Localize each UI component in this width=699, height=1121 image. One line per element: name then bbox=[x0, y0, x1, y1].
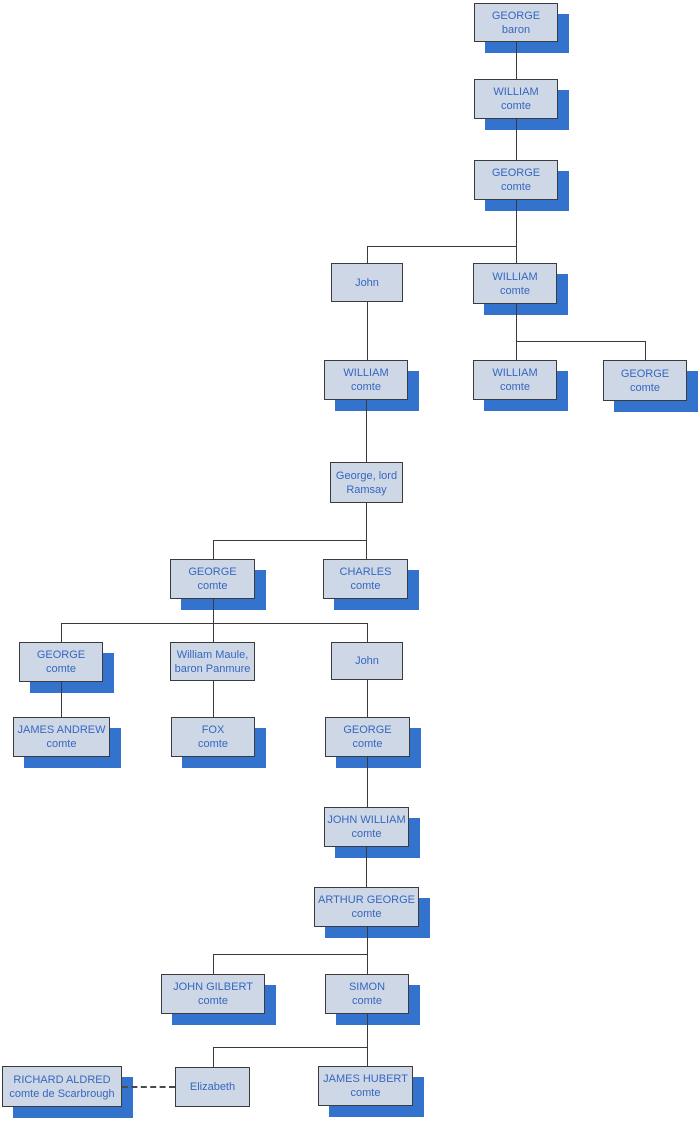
person-node-william-comte-1[interactable]: WILLIAM comte bbox=[474, 79, 558, 119]
connector-line bbox=[367, 757, 369, 807]
connector-line bbox=[645, 341, 647, 360]
person-name: Elizabeth bbox=[189, 1081, 236, 1093]
person-title: comte bbox=[350, 580, 381, 592]
person-node-george-comte-3[interactable]: GEORGE comte bbox=[170, 559, 255, 599]
person-name: JOHN GILBERT bbox=[173, 981, 253, 993]
connector-line bbox=[367, 1014, 369, 1066]
connector-line bbox=[213, 954, 367, 956]
person-node-william-comte-3[interactable]: WILLIAM comte bbox=[324, 360, 408, 400]
person-node-charles-comte[interactable]: CHARLES comte bbox=[323, 559, 408, 599]
person-title: comte bbox=[500, 381, 530, 393]
person-name: GEORGE bbox=[343, 724, 392, 736]
person-name: John bbox=[355, 276, 379, 289]
person-name: SIMON bbox=[348, 981, 386, 993]
connector-line bbox=[213, 1047, 215, 1067]
connector-line bbox=[367, 680, 369, 717]
connector-line bbox=[213, 681, 215, 717]
person-title: comte bbox=[198, 738, 228, 750]
person-name: WILLIAM bbox=[492, 367, 538, 379]
person-title: comte bbox=[198, 995, 228, 1007]
connector-line bbox=[516, 200, 518, 263]
person-node-george-comte-5[interactable]: GEORGE comte bbox=[325, 717, 410, 757]
connector-line bbox=[516, 341, 645, 343]
person-name: GEORGE bbox=[491, 167, 541, 179]
person-title: Ramsay bbox=[346, 483, 387, 496]
connector-line bbox=[516, 42, 518, 79]
person-name: GEORGE bbox=[188, 566, 237, 578]
person-name: ARTHUR GEORGE bbox=[318, 894, 415, 906]
person-node-elizabeth[interactable]: Elizabeth bbox=[175, 1067, 250, 1107]
person-node-simon-comte[interactable]: SIMON comte bbox=[325, 974, 409, 1014]
person-node-arthur-george-comte[interactable]: ARTHUR GEORGE comte bbox=[314, 887, 419, 927]
person-node-john-2[interactable]: John bbox=[331, 642, 403, 680]
person-name: William Maule, bbox=[176, 648, 249, 661]
person-node-john-1[interactable]: John bbox=[331, 263, 403, 302]
person-name: WILLIAM bbox=[492, 270, 538, 283]
marriage-dashed-link bbox=[122, 1086, 175, 1088]
person-name: JAMES ANDREW bbox=[17, 724, 106, 736]
person-node-john-william-comte[interactable]: JOHN WILLIAM comte bbox=[324, 807, 409, 847]
connector-line bbox=[366, 847, 368, 887]
connector-line bbox=[61, 682, 63, 717]
person-name: GEORGE bbox=[36, 649, 86, 661]
person-name: George, lord bbox=[335, 469, 398, 482]
connector-line bbox=[213, 1047, 367, 1049]
connector-line bbox=[366, 503, 368, 559]
connector-line bbox=[367, 927, 369, 974]
person-node-william-comte-4[interactable]: WILLIAM comte bbox=[473, 360, 557, 400]
connector-line bbox=[213, 599, 215, 642]
person-title: comte bbox=[350, 1087, 381, 1099]
person-node-james-andrew-comte[interactable]: JAMES ANDREW comte bbox=[13, 717, 110, 757]
connector-line bbox=[367, 623, 369, 642]
connector-line bbox=[213, 540, 215, 559]
person-name: GEORGE bbox=[491, 9, 541, 22]
person-title: baron bbox=[501, 23, 531, 36]
person-name: GEORGE bbox=[620, 367, 670, 380]
person-title: comte de Scarbrough bbox=[9, 1087, 115, 1100]
person-name: JAMES HUBERT bbox=[323, 1073, 408, 1085]
person-title: comte bbox=[352, 738, 383, 750]
person-title: comte bbox=[630, 381, 660, 394]
person-title: comte bbox=[500, 284, 530, 297]
connector-line bbox=[367, 246, 516, 248]
person-node-george-comte-1[interactable]: GEORGE comte bbox=[474, 160, 558, 200]
person-title: comte bbox=[46, 738, 77, 750]
connector-line bbox=[516, 304, 518, 360]
person-name: WILLIAM bbox=[493, 86, 539, 98]
person-title: comte bbox=[351, 381, 381, 393]
person-title: comte bbox=[351, 828, 382, 840]
person-node-george-comte-4[interactable]: GEORGE comte bbox=[19, 642, 103, 682]
connector-line bbox=[366, 400, 368, 462]
connector-line bbox=[61, 623, 367, 625]
connector-line bbox=[213, 954, 215, 974]
person-node-william-maule[interactable]: William Maule,baron Panmure bbox=[170, 642, 255, 681]
person-title: comte bbox=[501, 100, 531, 112]
person-title: comte bbox=[351, 908, 382, 920]
person-title: comte bbox=[197, 580, 228, 592]
person-node-john-gilbert-comte[interactable]: JOHN GILBERT comte bbox=[161, 974, 265, 1014]
connector-line bbox=[516, 119, 518, 160]
connector-line bbox=[61, 623, 63, 642]
person-name: FOX bbox=[201, 724, 225, 736]
person-title: comte bbox=[352, 995, 382, 1007]
person-name: CHARLES bbox=[339, 566, 392, 578]
connector-line bbox=[367, 246, 369, 263]
person-node-fox-comte[interactable]: FOX comte bbox=[171, 717, 255, 757]
connector-line bbox=[367, 302, 369, 360]
person-name: JOHN WILLIAM bbox=[327, 814, 406, 826]
person-title: comte bbox=[501, 181, 531, 193]
person-title: comte bbox=[46, 663, 76, 675]
connector-line bbox=[213, 540, 366, 542]
person-name: WILLIAM bbox=[343, 367, 389, 379]
person-node-james-hubert-comte[interactable]: JAMES HUBERT comte bbox=[318, 1066, 413, 1106]
person-name: RICHARD ALDRED bbox=[13, 1073, 111, 1086]
person-name: John bbox=[355, 655, 379, 667]
person-title: baron Panmure bbox=[174, 662, 251, 675]
